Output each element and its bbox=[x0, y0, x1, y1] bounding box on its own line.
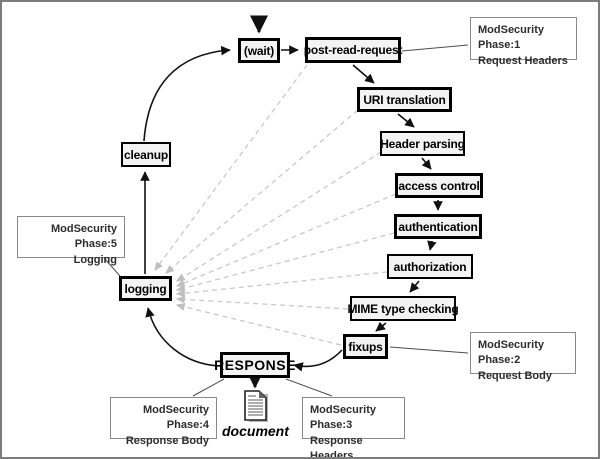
node-cleanup: cleanup bbox=[121, 142, 171, 167]
node-wait: (wait) bbox=[238, 38, 280, 63]
annotation-phase3-line1: ModSecurity Phase:3 bbox=[310, 404, 377, 432]
annotation-phase3-line2: Response Headers bbox=[310, 434, 363, 459]
annotation-phase2-line2: Request Body bbox=[478, 369, 552, 382]
annotation-modsecurity-phase2: ModSecurity Phase:2 Request Body bbox=[470, 332, 576, 382]
annotation-phase1-line2: Request Headers bbox=[478, 54, 568, 67]
node-logging: logging bbox=[119, 276, 172, 301]
dashed-arrow-uri-translation-to-logging bbox=[165, 109, 359, 274]
dashed-arrow-authorization-to-logging bbox=[175, 271, 388, 298]
document-label: document bbox=[222, 423, 289, 439]
annotation-phase4-line1: ModSecurity Phase:4 bbox=[142, 404, 209, 432]
annotation-modsecurity-phase3: ModSecurity Phase:3 Response Headers bbox=[302, 397, 405, 457]
node-response: RESPONSE bbox=[214, 352, 295, 378]
connector-phase1-to-post-read-request bbox=[401, 44, 469, 52]
arrow-cleanup-to-wait bbox=[143, 45, 231, 142]
dashed-arrow-post-read-request-to-logging bbox=[154, 64, 308, 272]
node-authorization: authorization bbox=[387, 254, 473, 279]
arrow-response-to-logging bbox=[145, 307, 220, 367]
annotation-modsecurity-phase1: ModSecurity Phase:1 Request Headers bbox=[470, 17, 577, 67]
node-authentication: authentication bbox=[394, 214, 482, 239]
annotation-modsecurity-phase4: ModSecurity Phase:4 Response Body bbox=[110, 397, 217, 447]
arrow-authorization-to-mime-type-checking bbox=[409, 280, 420, 293]
node-uri-translation: URI translation bbox=[357, 87, 452, 112]
node-header-parsing: Header parsing bbox=[380, 131, 465, 156]
node-mime-type-checking: MIME type checking bbox=[347, 296, 459, 321]
connector-phase3-to-response bbox=[285, 378, 333, 397]
node-access-control: access control bbox=[395, 173, 483, 198]
dashed-arrow-fixups-to-logging bbox=[175, 303, 342, 346]
node-post-read-request: post-read-request bbox=[304, 37, 403, 63]
arrow-fixups-to-response bbox=[293, 349, 343, 372]
annotation-modsecurity-phase5: ModSecurity Phase:5 Logging bbox=[17, 216, 125, 266]
document-icon bbox=[244, 390, 268, 422]
dashed-arrow-mime-type-checking-to-logging bbox=[175, 295, 349, 310]
dashed-arrow-access-control-to-logging bbox=[175, 193, 397, 287]
arrow-uri-translation-to-header-parsing bbox=[397, 113, 415, 128]
annotation-phase2-line1: ModSecurity Phase:2 bbox=[478, 339, 545, 367]
arrow-mime-type-checking-to-fixups bbox=[375, 321, 387, 332]
connector-phase5-to-logging bbox=[103, 257, 121, 277]
annotation-phase1-line1: ModSecurity Phase:1 bbox=[478, 24, 545, 52]
node-fixups: fixups bbox=[343, 334, 388, 359]
dashed-arrow-header-parsing-to-logging bbox=[175, 151, 382, 282]
arrow-header-parsing-to-access-control bbox=[421, 157, 432, 170]
arrow-post-read-request-to-uri-translation bbox=[352, 64, 375, 84]
dashed-arrow-authentication-to-logging bbox=[175, 232, 395, 292]
annotation-phase5-line2: Logging bbox=[73, 253, 117, 266]
connector-phase4-to-response bbox=[192, 378, 225, 397]
annotation-phase5-line1: ModSecurity Phase:5 bbox=[50, 223, 117, 251]
arrow-authentication-to-authorization bbox=[427, 240, 437, 251]
annotation-phase4-line2: Response Body bbox=[125, 434, 209, 447]
connector-phase2-to-fixups bbox=[389, 346, 469, 354]
